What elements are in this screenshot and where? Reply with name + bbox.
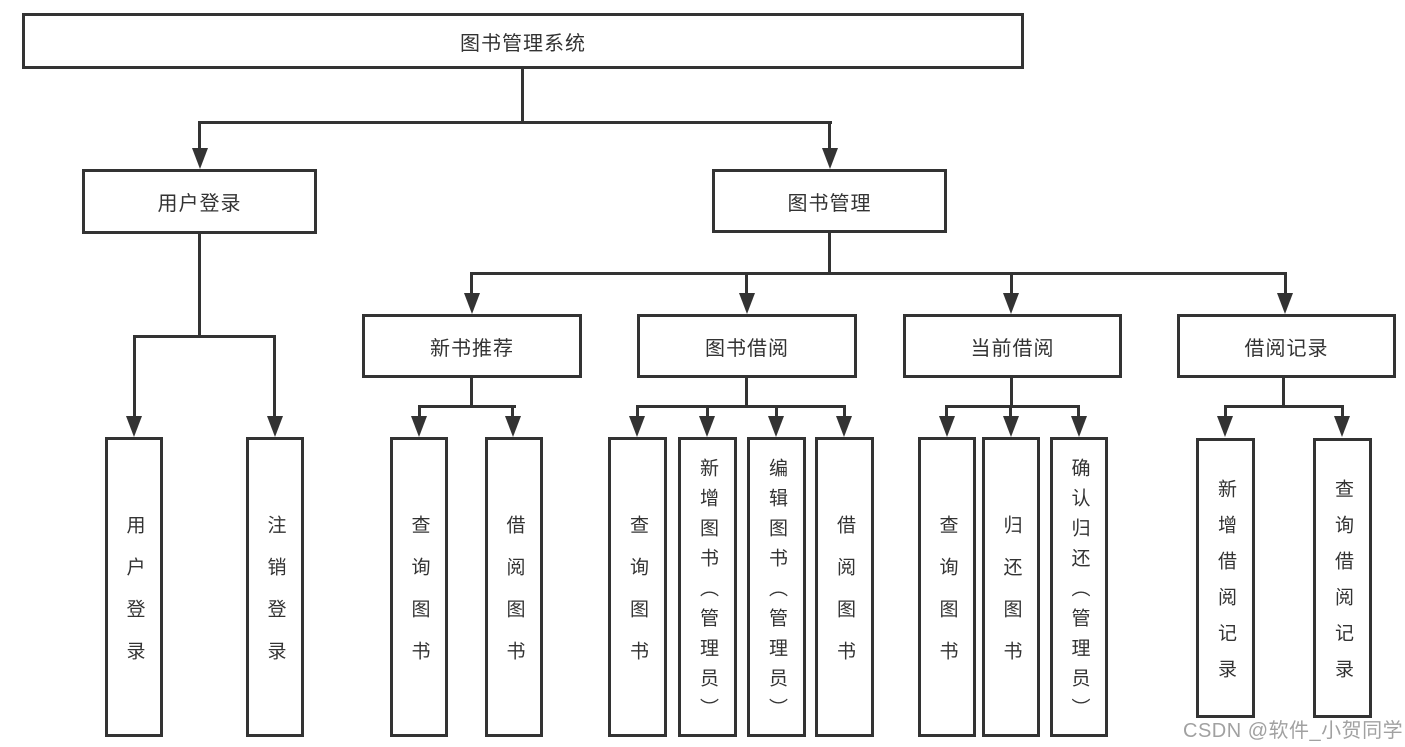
leaf-user-login: 用户登录 — [105, 437, 163, 737]
connector-bar — [945, 405, 1080, 408]
connector-root-stem — [521, 69, 524, 121]
connector-drop — [706, 405, 709, 420]
leaf-logout-label: 注销登录 — [264, 514, 286, 683]
csdn-watermark: CSDN @软件_小贺同学 — [1183, 720, 1404, 742]
connector-drop — [1010, 272, 1013, 297]
arrow-down-icon — [126, 416, 142, 437]
node-current-borrow: 当前借阅 — [903, 314, 1122, 378]
leaf-label: 查询借阅记录 — [1332, 478, 1353, 695]
connector-drop — [273, 335, 276, 420]
leaf-borrow-books-recommend: 借阅图书 — [485, 437, 543, 737]
leaf-confirm-return-admin: 确认归还（管理员） — [1050, 437, 1108, 737]
arrow-down-icon — [822, 148, 838, 169]
arrow-down-icon — [192, 148, 208, 169]
node-book-borrow: 图书借阅 — [637, 314, 857, 378]
leaf-edit-books-admin: 编辑图书（管理员） — [747, 437, 806, 737]
leaf-query-books-borrow: 查询图书 — [608, 437, 667, 737]
node-user-login: 用户登录 — [82, 169, 317, 234]
connector-bar — [1224, 405, 1344, 408]
node-borrow-records-label: 借阅记录 — [1244, 337, 1329, 360]
connector-root-bar — [198, 121, 832, 124]
connector-drop — [470, 272, 473, 297]
node-book-borrow-label: 图书借阅 — [705, 337, 789, 360]
arrow-down-icon — [768, 416, 784, 437]
node-new-book-recommend: 新书推荐 — [362, 314, 582, 378]
leaf-user-login-label: 用户登录 — [123, 514, 145, 683]
leaf-query-books-recommend: 查询图书 — [390, 437, 448, 737]
connector-book-management-stem — [828, 233, 831, 272]
leaf-label: 查询图书 — [627, 514, 648, 683]
connector-user-login-stem — [198, 234, 201, 335]
connector-drop-user-login — [198, 121, 201, 152]
connector-bar — [636, 405, 846, 408]
leaf-label: 新增图书（管理员） — [697, 457, 718, 728]
leaf-label: 归还图书 — [1000, 514, 1022, 683]
arrow-down-icon — [1277, 293, 1293, 314]
arrow-down-icon — [1334, 416, 1350, 437]
connector-stem — [470, 378, 473, 408]
leaf-label: 借阅图书 — [834, 514, 855, 683]
connector-drop — [1341, 405, 1344, 420]
connector-drop — [511, 405, 514, 420]
leaf-label: 新增借阅记录 — [1215, 478, 1236, 695]
connector-drop — [418, 405, 421, 420]
leaf-query-borrow-record: 查询借阅记录 — [1313, 438, 1372, 718]
arrow-down-icon — [629, 416, 645, 437]
node-current-borrow-label: 当前借阅 — [970, 337, 1055, 360]
arrow-down-icon — [836, 416, 852, 437]
connector-drop — [745, 272, 748, 297]
arrow-down-icon — [505, 416, 521, 437]
arrow-down-icon — [411, 416, 427, 437]
connector-drop — [1224, 405, 1227, 420]
arrow-down-icon — [699, 416, 715, 437]
arrow-down-icon — [739, 293, 755, 314]
connector-drop — [133, 335, 136, 420]
connector-book-management-bar — [470, 272, 1287, 275]
node-library-system-label: 图书管理系统 — [460, 32, 586, 55]
leaf-return-books: 归还图书 — [982, 437, 1040, 737]
connector-drop — [775, 405, 778, 420]
connector-stem — [745, 378, 748, 408]
connector-drop — [1009, 405, 1012, 420]
connector-drop — [1077, 405, 1080, 420]
node-library-system: 图书管理系统 — [22, 13, 1024, 69]
node-borrow-records: 借阅记录 — [1177, 314, 1396, 378]
node-book-management-label: 图书管理 — [787, 192, 872, 215]
connector-stem — [1010, 378, 1013, 408]
leaf-label: 编辑图书（管理员） — [766, 457, 787, 728]
node-user-login-label: 用户登录 — [157, 193, 242, 215]
arrow-down-icon — [1003, 416, 1019, 437]
arrow-down-icon — [267, 416, 283, 437]
leaf-add-borrow-record: 新增借阅记录 — [1196, 438, 1255, 718]
connector-drop — [636, 405, 639, 420]
connector-bar — [418, 405, 516, 408]
connector-drop-book-management — [828, 121, 831, 152]
connector-drop — [1284, 272, 1287, 297]
node-new-book-recommend-label: 新书推荐 — [430, 337, 514, 360]
leaf-label: 借阅图书 — [503, 514, 525, 683]
leaf-label: 查询图书 — [936, 514, 958, 683]
arrow-down-icon — [1003, 293, 1019, 314]
arrow-down-icon — [939, 416, 955, 437]
connector-drop — [945, 405, 948, 420]
arrow-down-icon — [464, 293, 480, 314]
arrow-down-icon — [1071, 416, 1087, 437]
node-book-management: 图书管理 — [712, 169, 947, 233]
leaf-borrow-books: 借阅图书 — [815, 437, 874, 737]
arrow-down-icon — [1217, 416, 1233, 437]
leaf-label: 确认归还（管理员） — [1068, 457, 1090, 728]
leaf-label: 查询图书 — [408, 514, 430, 683]
connector-drop — [843, 405, 846, 420]
connector-stem — [1282, 378, 1285, 408]
connector-user-login-bar — [133, 335, 276, 338]
leaf-add-books-admin: 新增图书（管理员） — [678, 437, 737, 737]
leaf-query-books-current: 查询图书 — [918, 437, 976, 737]
leaf-logout: 注销登录 — [246, 437, 304, 737]
